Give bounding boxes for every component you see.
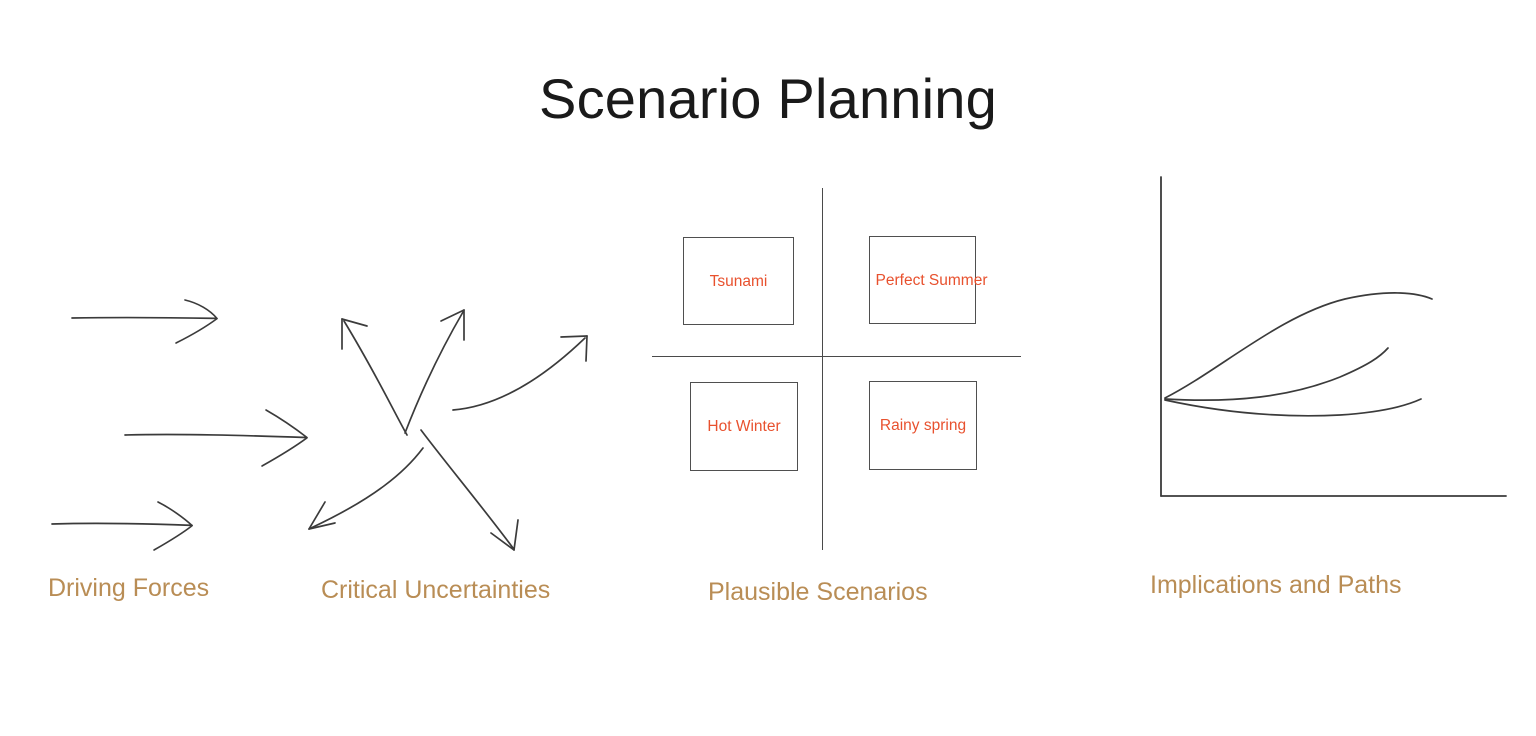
stage-caption-plausible-scenarios: Plausible Scenarios: [708, 578, 928, 606]
stage-caption-driving-forces: Driving Forces: [48, 574, 210, 602]
quadrant-horizontal-axis: [652, 356, 1021, 357]
stage-caption-implications-and-paths: Implications and Paths: [1150, 571, 1402, 599]
implications-and-paths-chart: [1140, 165, 1520, 515]
scenario-box-bottom-left[interactable]: Hot Winter: [690, 382, 798, 471]
scenario-box-top-right[interactable]: Perfect Summer: [869, 236, 988, 324]
diverging-arrows-icon: [308, 309, 588, 551]
page-title: Scenario Planning: [539, 67, 997, 130]
path-chart-icon: [1160, 176, 1507, 497]
scenario-label-perfect-summer: Perfect Summer: [875, 271, 988, 289]
scenario-box-top-left[interactable]: Tsunami: [683, 237, 794, 325]
scenario-label-tsunami: Tsunami: [709, 272, 768, 290]
scenario-box-bottom-right[interactable]: Rainy spring: [869, 381, 977, 470]
critical-uncertainties-diagram: [295, 290, 615, 560]
scenario-label-rainy-spring: Rainy spring: [879, 417, 967, 434]
stage-caption-critical-uncertainties: Critical Uncertainties: [321, 576, 551, 604]
driving-forces-diagram: [30, 270, 320, 560]
scenario-label-hot-winter: Hot Winter: [707, 418, 781, 435]
three-right-arrows-icon: [51, 299, 308, 551]
plausible-scenarios-matrix: Tsunami Perfect Summer Hot Winter Rainy …: [640, 175, 1030, 550]
quadrant-vertical-axis: [822, 188, 823, 550]
